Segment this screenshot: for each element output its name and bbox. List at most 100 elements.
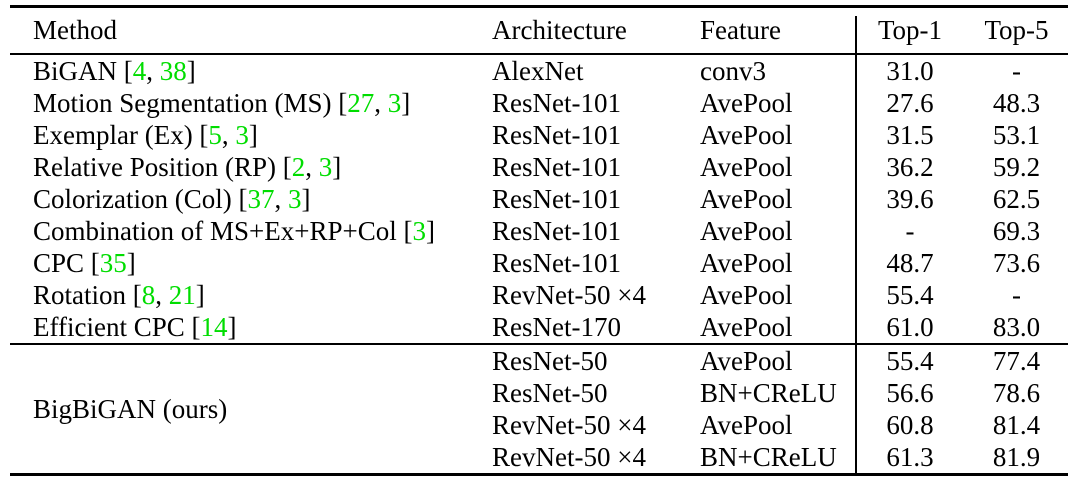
method-cell: Exemplar (Ex) [5, 3] xyxy=(33,119,258,150)
architecture-cell: ResNet-50 xyxy=(482,343,690,377)
top5-cell: - xyxy=(1012,55,1021,86)
table-row: Colorization (Col) [37, 3] ResNet-101 AveP… xyxy=(10,183,1068,215)
table-header: Method Architecture Feature Top-1 Top-5 xyxy=(10,6,1068,55)
citation-link[interactable]: 37 xyxy=(247,183,275,214)
top5-cell: 78.6 xyxy=(992,377,1041,408)
header-top1: Top-1 xyxy=(855,6,965,55)
top1-cell: 39.6 xyxy=(886,183,934,214)
feature-cell: AvePool xyxy=(700,215,793,246)
feature-cell: AvePool xyxy=(700,247,793,278)
method-cell: Colorization (Col) [37, 3] xyxy=(33,183,311,214)
method-cell: Rotation [8, 21] xyxy=(33,279,205,310)
method-cell: Relative Position (RP) [2, 3] xyxy=(33,151,342,182)
top5-cell: - xyxy=(1012,279,1021,310)
citation-link[interactable]: 21 xyxy=(168,279,196,310)
top5-cell: 53.1 xyxy=(992,119,1041,150)
citation-link[interactable]: 3 xyxy=(287,183,302,214)
architecture-cell: ResNet-170 xyxy=(492,311,621,342)
group-method-cell: BigBiGAN (ours) xyxy=(10,343,482,475)
method-cell: Combination of MS+Ex+RP+Col [3] xyxy=(33,215,435,246)
table-row: Efficient CPC [14] ResNet-170 AvePool 61.0 8… xyxy=(10,311,1068,344)
top5-cell: 69.3 xyxy=(992,215,1041,246)
top1-cell: 36.2 xyxy=(886,151,934,182)
architecture-cell: ResNet-101 xyxy=(492,247,621,278)
citation-link[interactable]: 35 xyxy=(99,247,127,278)
feature-cell: AvePool xyxy=(700,279,793,310)
citation-link[interactable]: 5 xyxy=(208,119,222,150)
top1-cell: 61.3 xyxy=(886,441,934,472)
table-row: ResNet-50 BN+CReLU 56.6 78.6 xyxy=(10,377,1068,409)
table-row: Relative Position (RP) [2, 3] ResNet-101 A… xyxy=(10,151,1068,183)
architecture-cell: RevNet-50 ×4 xyxy=(492,279,646,310)
feature-cell: AvePool xyxy=(700,119,793,150)
feature-cell: AvePool xyxy=(690,343,855,377)
top5-cell: 73.6 xyxy=(992,247,1041,278)
top1-cell: 48.7 xyxy=(886,247,934,278)
citation-link[interactable]: 14 xyxy=(200,311,228,342)
architecture-cell: ResNet-101 xyxy=(492,183,621,214)
citation-link[interactable]: 38 xyxy=(159,55,187,86)
top5-cell: 81.4 xyxy=(992,409,1041,440)
top1-cell: 31.0 xyxy=(886,55,934,86)
method-cell: Motion Segmentation (MS) [27, 3] xyxy=(33,87,411,118)
architecture-cell: AlexNet xyxy=(492,55,584,86)
method-cell: BiGAN [4, 38] xyxy=(33,55,196,86)
header-top5: Top-5 xyxy=(965,6,1068,55)
architecture-cell: RevNet-50 ×4 xyxy=(492,409,646,440)
table-row: CPC [35] ResNet-101 AvePool 48.7 73.6 xyxy=(10,247,1068,279)
top1-cell: 55.4 xyxy=(855,343,965,377)
citation-link[interactable]: 2 xyxy=(291,151,306,182)
table-row: Rotation [8, 21] RevNet-50 ×4 AvePool 55.4 - xyxy=(10,279,1068,311)
top5-cell: 83.0 xyxy=(992,311,1041,342)
feature-cell: BN+CReLU xyxy=(700,377,837,408)
architecture-cell: ResNet-101 xyxy=(492,119,621,150)
method-cell: Efficient CPC [14] xyxy=(33,311,237,342)
top1-cell: 31.5 xyxy=(886,119,934,150)
architecture-cell: ResNet-101 xyxy=(492,215,621,246)
citation-link[interactable]: 8 xyxy=(141,279,156,310)
top5-cell: 81.9 xyxy=(992,441,1041,472)
top5-cell: 59.2 xyxy=(992,151,1041,182)
top5-cell: 77.4 xyxy=(965,343,1068,377)
feature-cell: AvePool xyxy=(700,183,793,214)
top1-cell: - xyxy=(905,215,915,246)
top1-cell: 56.6 xyxy=(886,377,934,408)
top5-cell: 62.5 xyxy=(992,183,1041,214)
header-feature: Feature xyxy=(690,6,855,55)
method-cell: CPC [35] xyxy=(33,247,136,278)
citation-link[interactable]: 3 xyxy=(387,87,402,118)
top1-cell: 27.6 xyxy=(886,87,934,118)
table-row: Combination of MS+Ex+RP+Col [3] ResNet-10… xyxy=(10,215,1068,247)
top1-cell: 60.8 xyxy=(886,409,934,440)
feature-cell: AvePool xyxy=(700,311,793,342)
architecture-cell: RevNet-50 ×4 xyxy=(492,441,646,472)
table-row: RevNet-50 ×4 AvePool 60.8 81.4 xyxy=(10,409,1068,441)
citation-link[interactable]: 3 xyxy=(235,119,249,150)
top1-cell: 55.4 xyxy=(886,279,934,310)
vertical-rule xyxy=(855,16,857,475)
feature-cell: AvePool xyxy=(700,87,793,118)
header-architecture: Architecture xyxy=(482,6,690,55)
feature-cell: BN+CReLU xyxy=(700,441,837,472)
feature-cell: conv3 xyxy=(700,55,766,86)
top1-cell: 61.0 xyxy=(886,311,934,342)
citation-link[interactable]: 3 xyxy=(318,151,333,182)
top5-cell: 48.3 xyxy=(992,87,1041,118)
architecture-cell: ResNet-50 xyxy=(492,377,608,408)
citation-link[interactable]: 4 xyxy=(132,55,147,86)
header-method: Method xyxy=(10,6,482,55)
header-row: Method Architecture Feature Top-1 Top-5 xyxy=(10,6,1068,55)
feature-cell: AvePool xyxy=(700,151,793,182)
feature-cell: AvePool xyxy=(700,409,793,440)
table-row: BiGAN [4, 38] AlexNet conv3 31.0 - xyxy=(10,54,1068,87)
table-row: Motion Segmentation (MS) [27, 3] ResNet-1… xyxy=(10,87,1068,119)
table-row: Exemplar (Ex) [5, 3] ResNet-101 AvePool 31.… xyxy=(10,119,1068,151)
architecture-cell: ResNet-101 xyxy=(492,151,621,182)
citation-link[interactable]: 3 xyxy=(412,215,426,246)
architecture-cell: ResNet-101 xyxy=(492,87,621,118)
citation-link[interactable]: 27 xyxy=(347,87,375,118)
table-row: RevNet-50 ×4 BN+CReLU 61.3 81.9 xyxy=(10,441,1068,475)
